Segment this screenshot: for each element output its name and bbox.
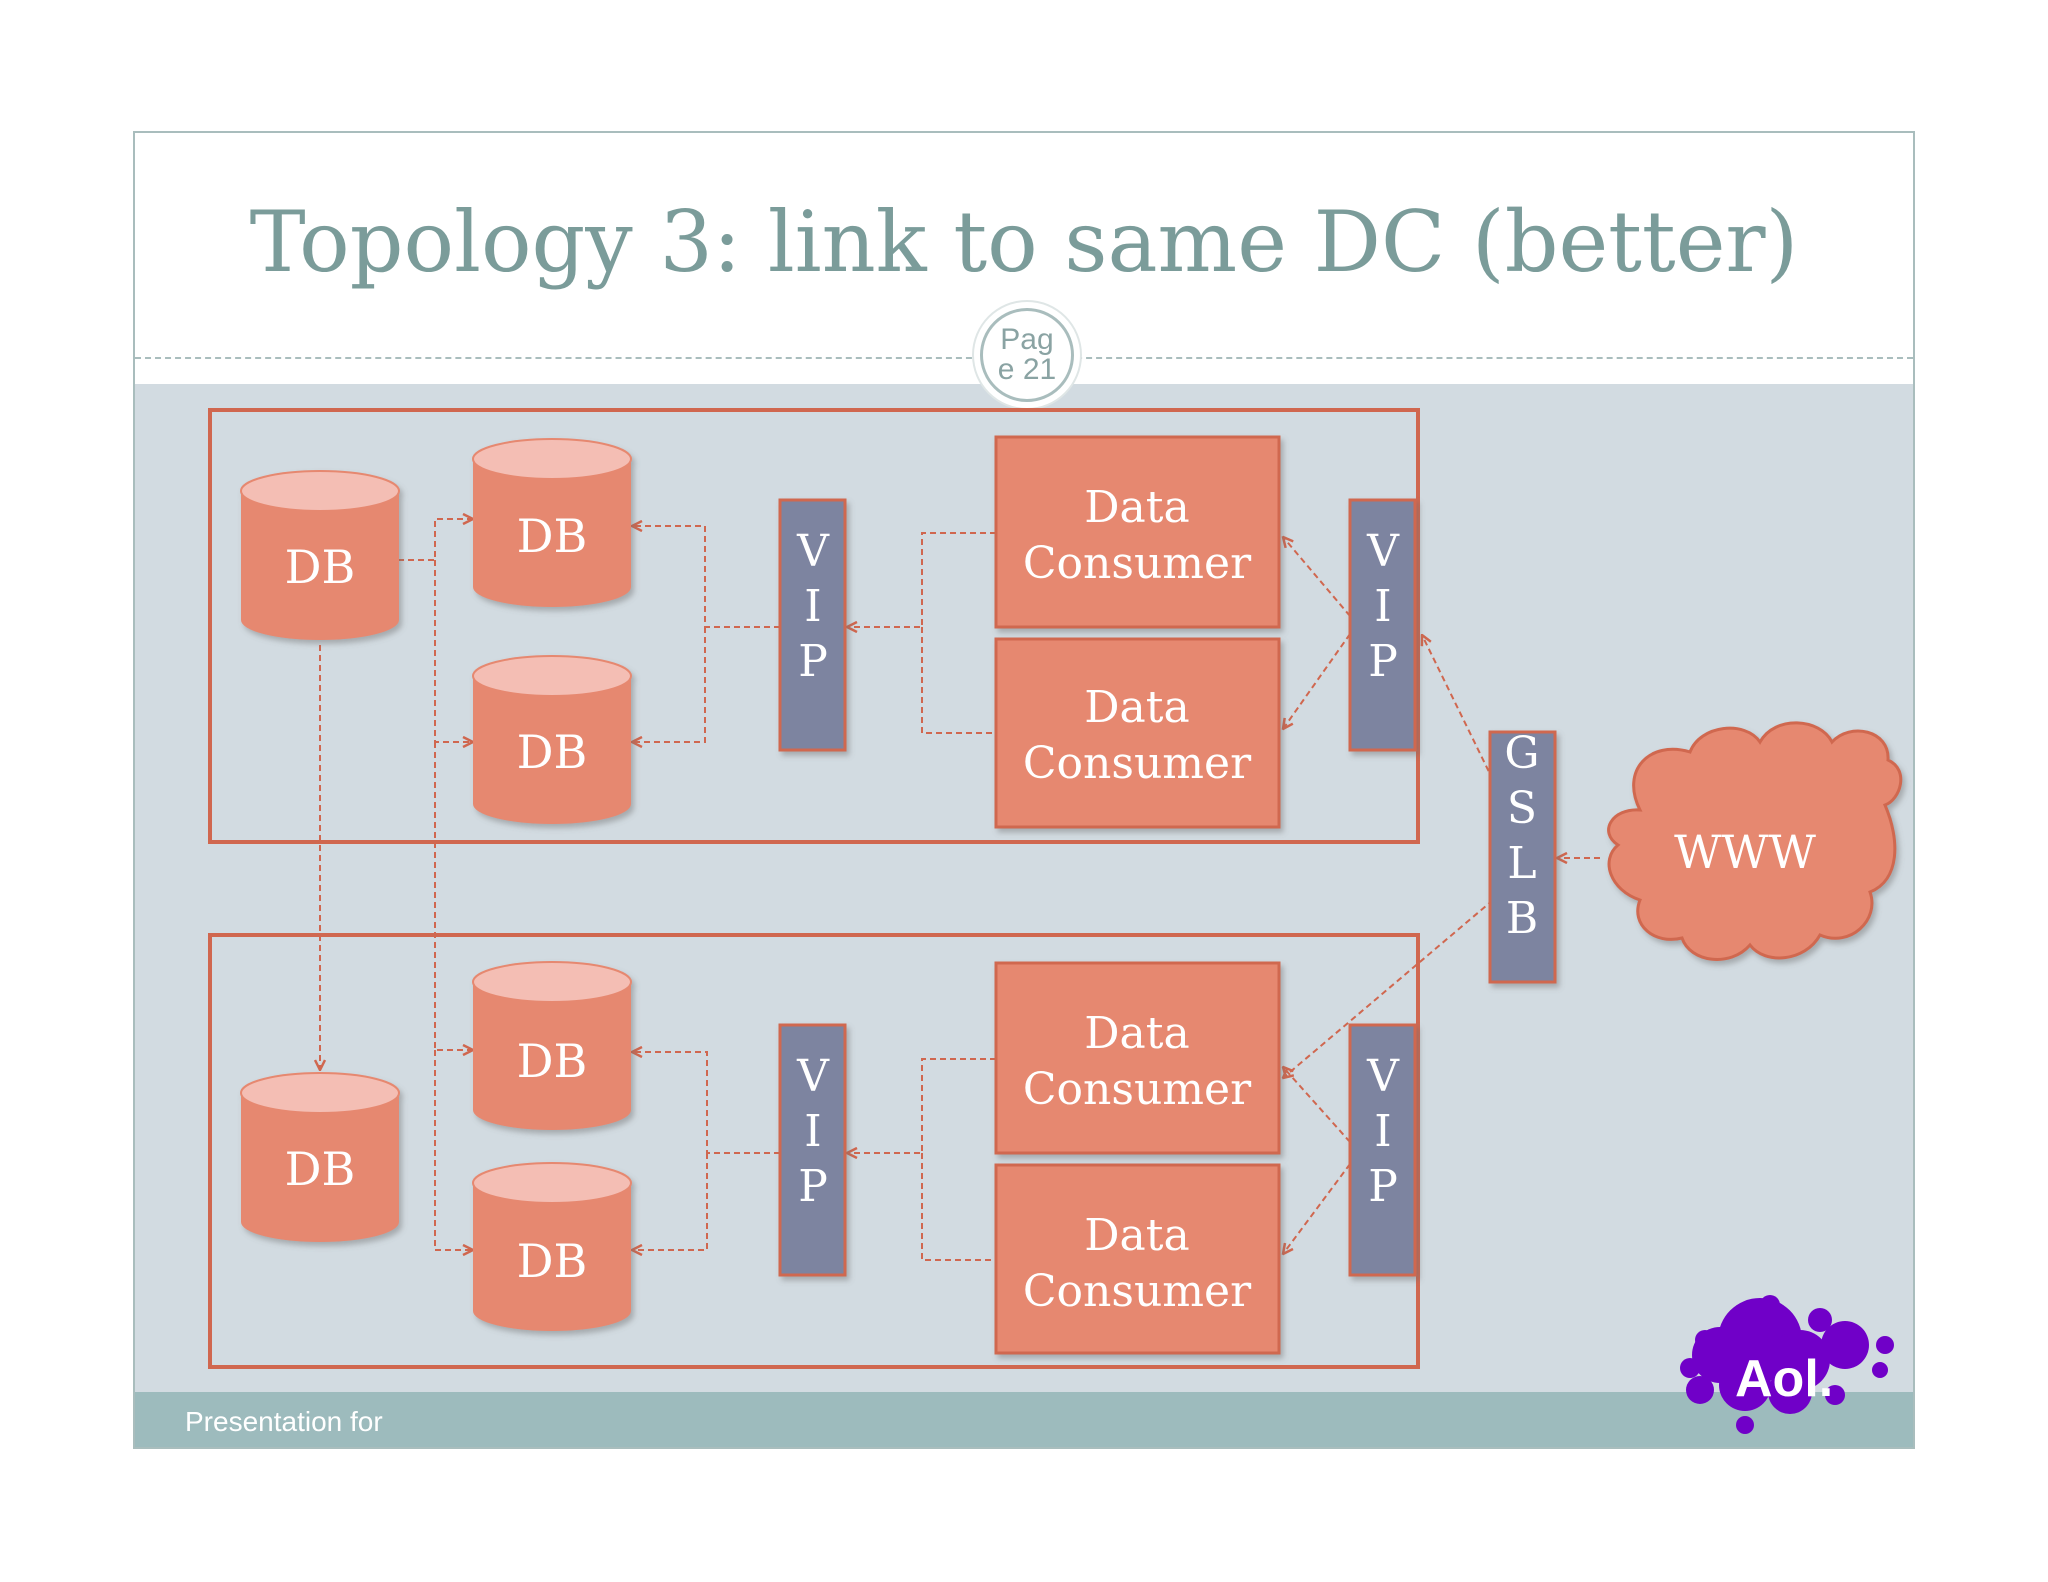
consumer-line: Data: [1084, 1210, 1189, 1261]
gslb-letter: B: [1506, 893, 1538, 944]
vip-letter: I: [1374, 1106, 1391, 1157]
vip-letter: P: [1368, 636, 1398, 687]
consumer-line: Consumer: [1023, 1266, 1252, 1317]
aol-logo-text: Aol.: [1735, 1350, 1833, 1408]
db-dc2-source: DB: [240, 1072, 400, 1242]
consumer-line: Consumer: [1023, 1064, 1252, 1115]
db-dc2-b-label: DB: [517, 1234, 588, 1288]
db-dc1-a: DB: [472, 438, 632, 607]
consumer-line: Data: [1084, 682, 1189, 733]
db-dc1-a-label: DB: [517, 509, 588, 563]
vip-letter: V: [1366, 526, 1400, 577]
db-dc1-b: DB: [472, 655, 632, 824]
www-label: WWW: [1674, 825, 1817, 879]
consumer-line: Consumer: [1023, 538, 1252, 589]
slide: Topology 3: link to same DC (better) Pre…: [133, 131, 1915, 1449]
vip-letter: P: [798, 636, 828, 687]
vip-letter: I: [1374, 581, 1391, 632]
vip-letter: V: [1366, 1051, 1400, 1102]
datacenter-1-frame: [208, 408, 1420, 844]
connectors: [320, 519, 1600, 1261]
db-dc2-b: DB: [472, 1162, 632, 1331]
db-dc2-source-label: DB: [285, 1142, 356, 1196]
vip-letter: P: [1368, 1161, 1398, 1212]
gslb-letter: G: [1504, 728, 1539, 779]
slide-title: Topology 3: link to same DC (better): [249, 193, 1799, 291]
vip-letter: P: [798, 1161, 828, 1212]
page-number-badge: Page 21: [980, 308, 1074, 402]
www-cloud: WWW: [1607, 721, 1903, 961]
footer-band: [135, 1392, 1913, 1447]
aol-logo-dots: [1680, 1295, 1894, 1434]
page-number-text: Page 21: [997, 323, 1057, 386]
vip-letter: I: [804, 1106, 821, 1157]
db-dc2-a: DB: [472, 961, 632, 1130]
consumer-line: Data: [1084, 1008, 1189, 1059]
consumer-line: Consumer: [1023, 738, 1252, 789]
gslb-letter: L: [1507, 838, 1536, 889]
gslb-letter: S: [1507, 783, 1537, 834]
datacenter-2-frame: [208, 933, 1420, 1369]
vip-letter: V: [796, 526, 830, 577]
db-source-label: DB: [285, 540, 356, 594]
vip-letter: I: [804, 581, 821, 632]
footer-text: Presentation for [CLIENT]: [185, 1406, 383, 1444]
vip-letter: V: [796, 1051, 830, 1102]
db-dc1-b-label: DB: [517, 725, 588, 779]
db-source: DB: [240, 470, 400, 640]
db-dc2-a-label: DB: [517, 1034, 588, 1088]
consumer-line: Data: [1084, 482, 1189, 533]
aol-logo: Aol.: [1680, 1295, 1894, 1434]
